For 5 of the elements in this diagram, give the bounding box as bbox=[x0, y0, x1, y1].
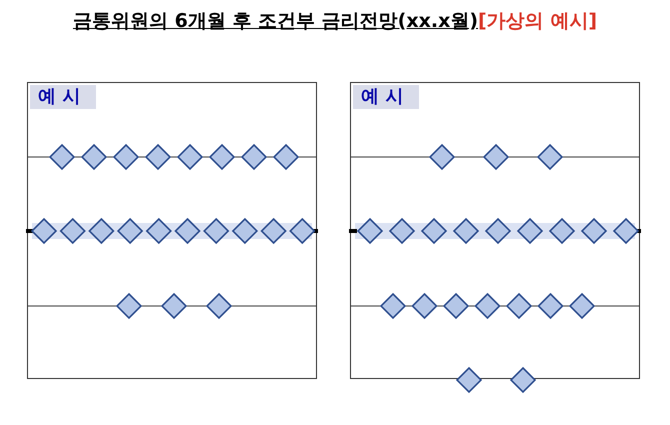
chart-title: 금통위원의 6개월 후 조건부 금리전망(xx.x월) bbox=[72, 10, 478, 32]
chart-panel bbox=[27, 82, 317, 379]
example-tag: 예 시 bbox=[30, 85, 96, 109]
subtitle-note: [가상의 예시] bbox=[478, 10, 597, 32]
example-tag: 예 시 bbox=[353, 85, 419, 109]
